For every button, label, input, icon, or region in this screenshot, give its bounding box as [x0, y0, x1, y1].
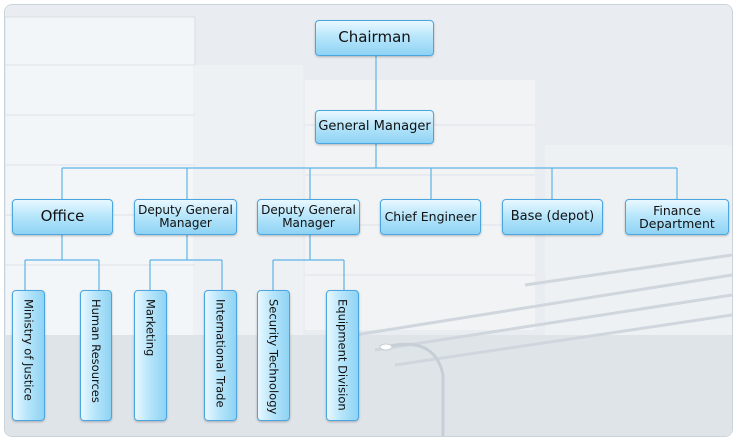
equipment-division-node: Equipment Division	[326, 290, 359, 421]
international-trade-label: International Trade	[213, 299, 228, 408]
human-resources-label: Human Resources	[89, 299, 103, 403]
ministry-of-justice-label: Ministry of Justice	[21, 299, 36, 401]
chairman-node: Chairman	[315, 20, 434, 56]
deputy-general-manager-label-2: Deputy General Manager	[261, 203, 356, 230]
chief-engineer-label: Chief Engineer	[384, 209, 477, 225]
base-depot-label: Base (depot)	[510, 209, 595, 225]
office-label: Office	[40, 207, 85, 226]
ministry-of-justice-node: Ministry of Justice	[12, 290, 45, 421]
base-depot-node: Base (depot)	[502, 199, 603, 235]
finance-department-label: Finance Department	[639, 202, 715, 231]
finance-department-node: Finance Department	[625, 199, 729, 235]
general-manager-label: General Manager	[318, 119, 431, 135]
international-trade-node: International Trade	[204, 290, 237, 421]
marketing-node: Marketing	[134, 290, 167, 421]
deputy-general-manager-node-1: Deputy General Manager	[134, 199, 237, 235]
equipment-division-label: Equipment Division	[335, 299, 350, 411]
security-technology-label: Security Technology	[266, 299, 281, 415]
human-resources-node: Human Resources	[80, 290, 112, 421]
deputy-general-manager-node-2: Deputy General Manager	[257, 199, 360, 235]
general-manager-node: General Manager	[315, 110, 434, 144]
security-technology-node: Security Technology	[257, 290, 290, 421]
chief-engineer-node: Chief Engineer	[380, 199, 481, 235]
deputy-general-manager-label-1: Deputy General Manager	[138, 203, 233, 230]
chairman-label: Chairman	[338, 28, 411, 47]
marketing-label: Marketing	[143, 299, 158, 357]
office-node: Office	[12, 199, 113, 235]
